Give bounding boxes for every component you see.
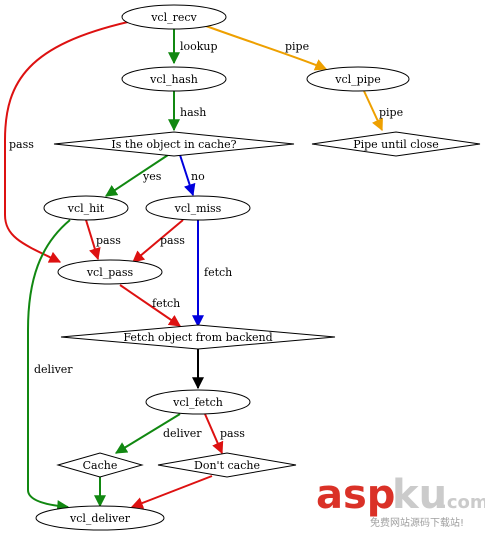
edge-labels: lookup pipe pass hash pipe yes no pass p… xyxy=(9,40,403,440)
node-in-cache-label: Is the object in cache? xyxy=(111,138,236,151)
label-miss-pass: pass xyxy=(160,234,185,247)
edge-fetch-cache xyxy=(114,413,181,454)
node-vcl-recv-label: vcl_recv xyxy=(150,11,197,24)
node-vcl-pipe: vcl_pipe xyxy=(306,66,410,92)
node-vcl-hash-label: vcl_hash xyxy=(149,73,198,86)
watermark-asp: asp xyxy=(316,472,395,518)
node-vcl-deliver-label: vcl_deliver xyxy=(69,512,131,525)
edges xyxy=(4,21,383,513)
label-deliver-left: deliver xyxy=(34,363,73,376)
label-hit-pass: pass xyxy=(96,234,121,247)
edge-cache-hit xyxy=(104,154,169,197)
label-pass-fetch: fetch xyxy=(152,297,180,310)
edge-recv-pipe xyxy=(205,25,328,71)
edge-dontcache-deliver xyxy=(130,475,213,509)
node-fetch-backend-label: Fetch object from backend xyxy=(123,331,272,344)
node-vcl-fetch: vcl_fetch xyxy=(145,389,251,415)
node-vcl-hit: vcl_hit xyxy=(43,195,129,221)
edge-recv-pass xyxy=(4,21,129,263)
label-lookup: lookup xyxy=(180,40,218,53)
node-fetch-backend: Fetch object from backend xyxy=(60,324,336,350)
node-cache: Cache xyxy=(56,452,144,478)
node-vcl-pass: vcl_pass xyxy=(57,259,163,285)
label-yes: yes xyxy=(142,170,162,183)
watermark-com: .com xyxy=(440,492,485,513)
node-in-cache: Is the object in cache? xyxy=(53,131,295,157)
node-pipe-until-close-label: Pipe until close xyxy=(353,138,439,151)
label-no: no xyxy=(191,170,205,183)
node-vcl-pass-label: vcl_pass xyxy=(86,266,134,279)
node-vcl-recv: vcl_recv xyxy=(121,4,227,30)
edge-miss-pass xyxy=(132,219,184,263)
label-fetch-pass: pass xyxy=(220,427,245,440)
node-vcl-fetch-label: vcl_fetch xyxy=(172,396,223,409)
label-pass-left: pass xyxy=(9,138,34,151)
node-dont-cache: Don't cache xyxy=(157,452,297,478)
label-miss-fetch: fetch xyxy=(204,266,232,279)
edge-fetch-dontcache xyxy=(204,413,224,455)
watermark-ku: ku xyxy=(392,472,447,518)
node-vcl-deliver: vcl_deliver xyxy=(35,505,165,531)
node-dont-cache-label: Don't cache xyxy=(194,459,260,472)
node-cache-label: Cache xyxy=(83,459,118,472)
node-vcl-hash: vcl_hash xyxy=(121,66,227,92)
node-vcl-miss: vcl_miss xyxy=(145,195,251,221)
label-pipe-close: pipe xyxy=(379,106,403,119)
watermark-logo: asp ku .com 免费网站源码下载站! xyxy=(316,472,485,529)
label-fetch-deliver: deliver xyxy=(163,427,202,440)
node-vcl-miss-label: vcl_miss xyxy=(174,202,222,215)
label-pipe-top: pipe xyxy=(285,40,309,53)
label-hash: hash xyxy=(180,106,206,119)
edge-hit-pass xyxy=(85,219,101,261)
watermark-subtitle: 免费网站源码下载站! xyxy=(370,516,464,529)
edge-pipe-close xyxy=(363,90,383,132)
edge-hit-deliver xyxy=(27,219,71,513)
edge-pass-fetch xyxy=(119,284,181,327)
node-vcl-hit-label: vcl_hit xyxy=(67,202,105,215)
node-vcl-pipe-label: vcl_pipe xyxy=(334,73,381,86)
edge-cache-miss xyxy=(179,154,196,197)
node-pipe-until-close: Pipe until close xyxy=(311,131,481,157)
